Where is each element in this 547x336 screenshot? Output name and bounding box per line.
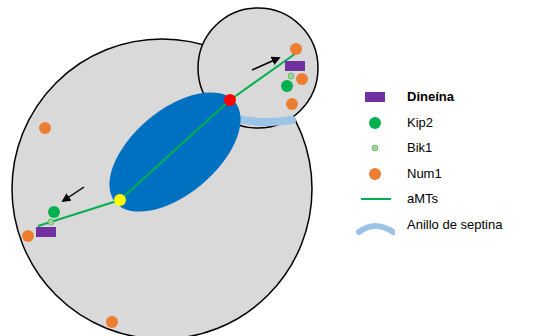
legend-text: Num1 — [407, 166, 442, 181]
nucleus — [88, 70, 261, 235]
swatch-shape — [369, 117, 381, 129]
kip2 — [281, 80, 293, 92]
movement-arrow — [252, 58, 279, 70]
swatch-shape — [372, 145, 378, 151]
num1 — [106, 316, 118, 328]
num1 — [290, 43, 302, 55]
legend-swatch — [355, 214, 395, 236]
dynein — [285, 61, 305, 71]
legend: DineínaKip2Bik1Num1 aMTsAnillo de septina — [355, 86, 545, 239]
legend-swatch — [355, 86, 395, 108]
legend-row: Dineína — [355, 86, 545, 112]
legend-text: Dineína — [407, 89, 454, 104]
legend-text: aMTs — [407, 191, 438, 206]
legend-row: Kip2 — [355, 112, 545, 138]
num1 — [39, 122, 51, 134]
dynein — [36, 227, 56, 237]
legend-swatch — [355, 112, 395, 134]
swatch-shape — [361, 198, 391, 200]
bik1 — [48, 219, 54, 225]
spb-bud — [224, 94, 236, 106]
num1 — [296, 73, 308, 85]
bik1 — [288, 73, 294, 79]
spb-mother — [114, 194, 126, 206]
legend-text: Kip2 — [407, 115, 433, 130]
kip2 — [48, 206, 60, 218]
legend-text: Anillo de septina — [407, 217, 502, 232]
swatch-shape — [359, 226, 393, 232]
legend-row: Anillo de septina — [355, 214, 545, 240]
swatch-shape — [365, 92, 385, 102]
legend-swatch — [355, 137, 395, 159]
num1 — [286, 98, 298, 110]
amt — [38, 200, 120, 226]
legend-swatch — [355, 188, 395, 210]
legend-row: Num1 — [355, 163, 545, 189]
legend-swatch — [355, 163, 395, 185]
legend-row: aMTs — [355, 188, 545, 214]
movement-arrow — [63, 187, 84, 201]
amt — [120, 100, 230, 200]
legend-row: Bik1 — [355, 137, 545, 163]
legend-text: Bik1 — [407, 140, 432, 155]
amt — [230, 51, 299, 100]
swatch-shape — [369, 168, 381, 180]
num1 — [22, 230, 34, 242]
